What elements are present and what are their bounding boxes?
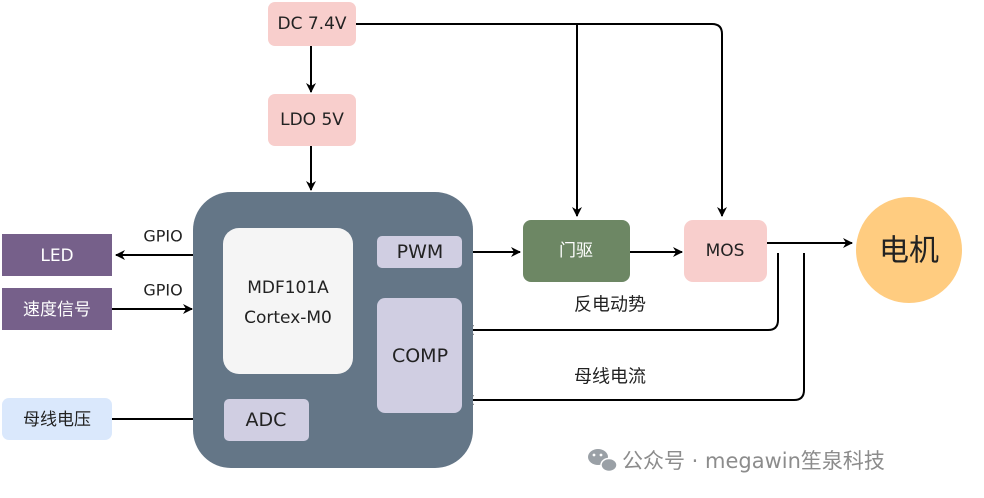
adc-label: ADC — [246, 409, 287, 431]
dc-source: DC 7.4V — [268, 2, 356, 46]
bus-voltage-block: 母线电压 — [2, 398, 112, 440]
chip-name-label: MDF101A — [247, 278, 329, 298]
motor-block: 电机 — [856, 197, 962, 303]
bus-voltage-box — [2, 398, 112, 440]
bus-current-label: 母线电流 — [574, 367, 646, 388]
mos-block: MOS — [684, 220, 767, 282]
motor-label: 电机 — [879, 234, 939, 269]
gate-driver-label: 门驱 — [559, 241, 593, 261]
bus-current-feedback-arrow — [464, 253, 805, 405]
gate-driver-box — [523, 220, 630, 282]
led-box — [2, 234, 112, 276]
chip-core-label: Cortex-M0 — [244, 308, 332, 328]
dc-source-box — [268, 2, 356, 46]
pwm-box — [377, 236, 462, 268]
ldo-box — [268, 94, 356, 146]
speed-signal-box — [2, 288, 112, 330]
mos-box — [684, 220, 767, 282]
dc-source-label: DC 7.4V — [277, 14, 346, 34]
connectors — [112, 23, 853, 424]
dc-to-mos-arrow — [577, 23, 727, 217]
wechat-icon — [588, 449, 618, 473]
bus-voltage-label: 母线电压 — [23, 410, 91, 430]
comp-label: COMP — [392, 345, 448, 367]
speed-signal-label: 速度信号 — [23, 300, 91, 320]
mcu-block: MDF101A Cortex-M0 PWM COMP ADC — [193, 192, 473, 468]
dc-to-gate-driver-arrow — [356, 23, 582, 217]
chip-core-box — [223, 228, 353, 374]
led-block: LED — [2, 234, 112, 276]
back-emf-label: 反电动势 — [574, 295, 646, 316]
ldo-label: LDO 5V — [280, 110, 344, 130]
led-label: LED — [40, 246, 73, 266]
gpio-output-label: GPIO — [143, 227, 182, 246]
mos-label: MOS — [706, 241, 745, 261]
gate-driver-block: 门驱 — [523, 220, 630, 282]
motor-circle — [856, 197, 962, 303]
watermark: 公众号 · megawin笙泉科技 — [588, 449, 885, 473]
ldo-regulator: LDO 5V — [268, 94, 356, 146]
watermark-text: 公众号 · megawin笙泉科技 — [622, 449, 885, 473]
comp-box — [377, 298, 462, 413]
adc-box — [224, 399, 309, 441]
speed-signal-block: 速度信号 — [2, 288, 112, 330]
gpio-input-label: GPIO — [143, 281, 182, 300]
pwm-label: PWM — [397, 241, 444, 263]
back-emf-feedback-arrow — [464, 253, 779, 335]
